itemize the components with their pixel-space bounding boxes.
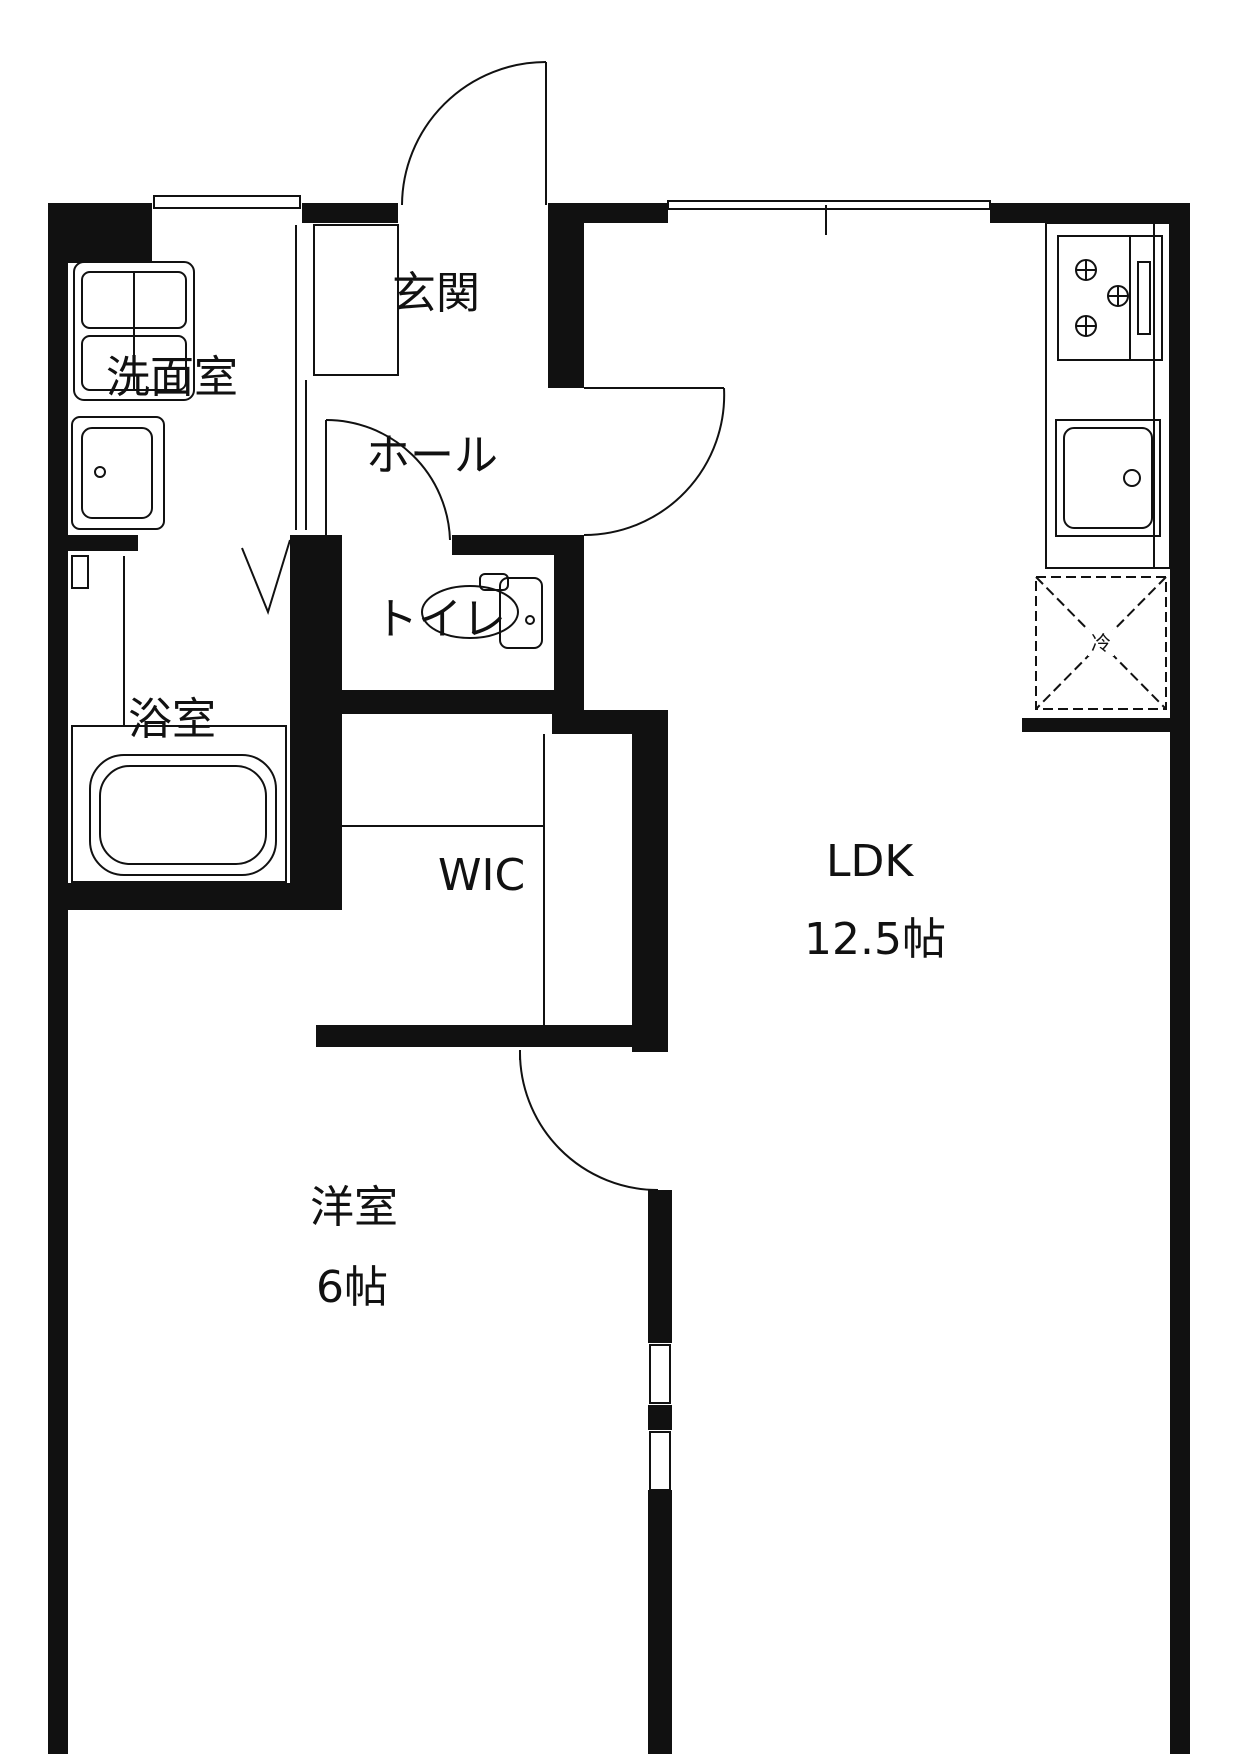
- room-label-wic: WIC: [438, 850, 525, 901]
- washing-machine: [73, 261, 195, 401]
- stove: [1057, 235, 1163, 361]
- room-label-yoshitsu: 洋室: [310, 1182, 398, 1233]
- room-label-bath: 浴室: [128, 694, 216, 745]
- room-label-yoshitsu-size: 6帖: [316, 1262, 388, 1313]
- entrance-fixtures: [295, 224, 399, 530]
- toilet-bowl: [421, 573, 543, 649]
- doors: [241, 61, 726, 1191]
- windows: [153, 195, 991, 1491]
- fridge-label: 冷: [1091, 631, 1111, 655]
- wash-basin: [71, 416, 165, 530]
- room-label-ldk: LDK: [826, 836, 914, 887]
- outer-walls: [48, 203, 1190, 1754]
- room-label-hall: ホール: [366, 430, 498, 481]
- room-label-genkan: 玄関: [392, 268, 480, 319]
- bathtub: [71, 555, 287, 883]
- interior-walls: [48, 203, 1170, 1754]
- room-label-senmen: 洗面室: [106, 352, 238, 403]
- kitchen-sink: [1055, 419, 1161, 537]
- room-label-ldk-size: 12.5帖: [804, 914, 946, 965]
- fridge-space: [1035, 576, 1167, 710]
- wic-shelves: [322, 734, 545, 1025]
- kitchen-counter: [1045, 222, 1171, 569]
- room-label-toilet: トイレ: [374, 594, 506, 645]
